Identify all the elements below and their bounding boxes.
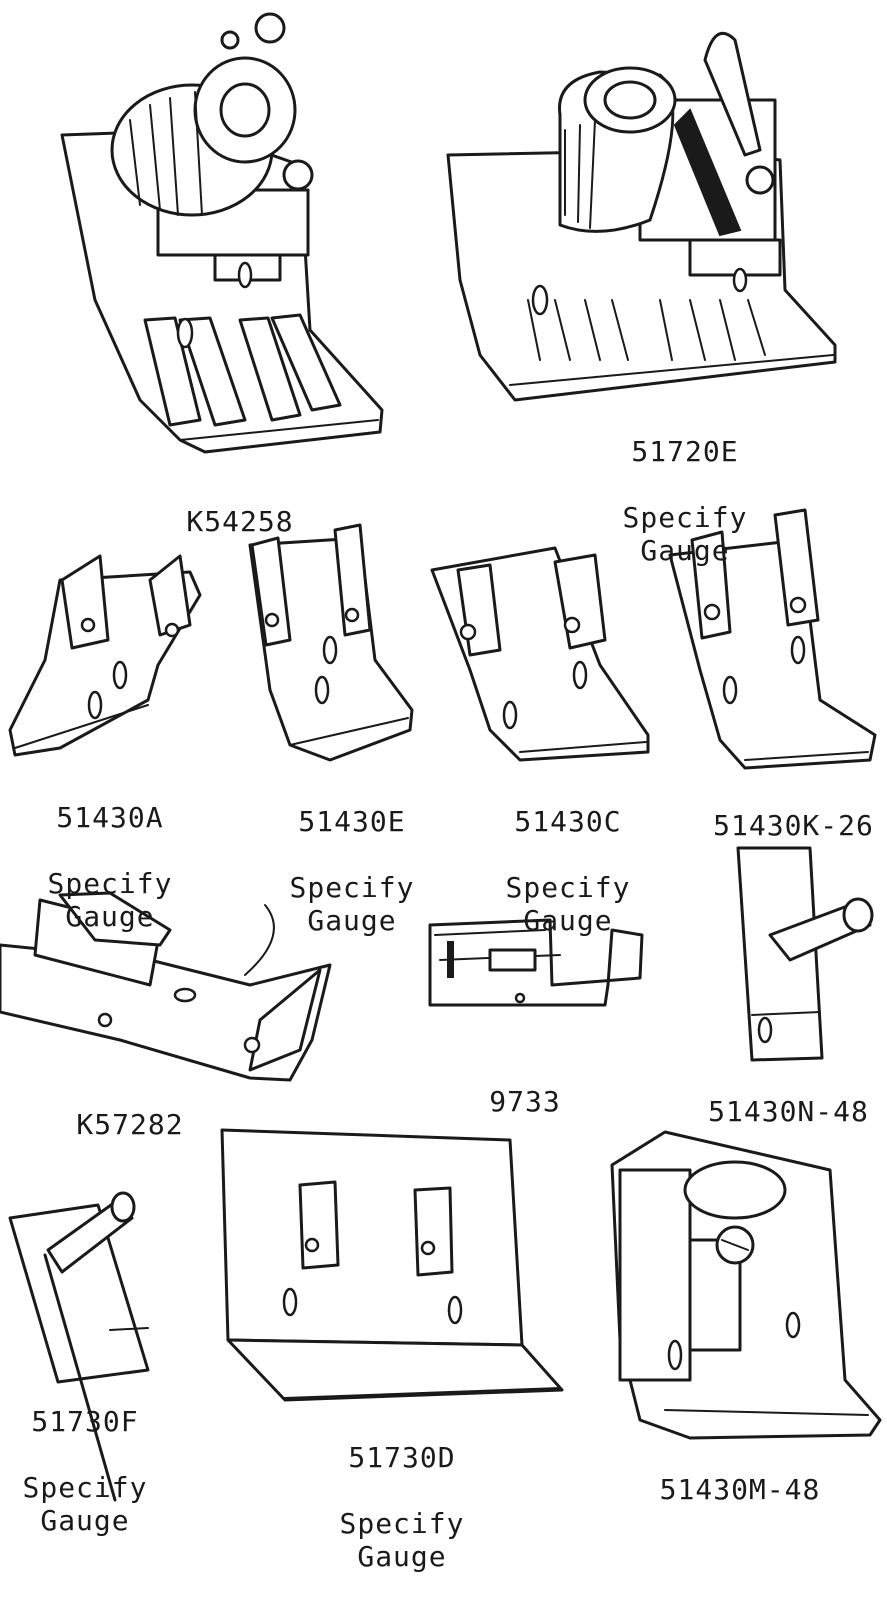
part-label-51430N-48: 51430N-48 [690, 1062, 887, 1161]
part-label-51430E: 51430E Specify Gauge [262, 772, 442, 970]
part-number: 51430N-48 [708, 1095, 869, 1128]
part-number: 51430M-48 [659, 1473, 821, 1506]
illustration-51430M-48 [610, 1130, 882, 1440]
illustration-K57282 [0, 891, 332, 1082]
part-note: Specify Gauge [339, 1507, 465, 1573]
part-label-51730D: 51730D Specify Gauge [312, 1408, 492, 1606]
illustration-K54258 [60, 12, 384, 454]
illustration-51430C [430, 546, 650, 762]
illustration-51430E [248, 523, 414, 762]
illustration-51430N-48 [736, 846, 874, 1062]
part-note: Specify Gauge [622, 501, 748, 567]
part-label-51730F: 51730F Specify Gauge [0, 1372, 170, 1570]
parts-illustration [0, 0, 882, 1512]
part-note: Specify Gauge [47, 867, 173, 933]
part-note: Specify Gauge [22, 1471, 148, 1537]
part-note: Specify Gauge [289, 871, 415, 937]
part-number: 9733 [489, 1085, 561, 1118]
part-number: K57282 [76, 1108, 184, 1141]
illustration-51730F [0, 0, 150, 1500]
part-label-51430A: 51430A Specify Gauge [20, 768, 200, 966]
part-label-51430M-48: 51430M-48 [640, 1440, 840, 1539]
part-label-K54258: K54258 [150, 472, 330, 571]
part-number: 51430E [298, 805, 406, 838]
part-label-51430C: 51430C Specify Gauge [478, 772, 658, 970]
illustration-51430A [8, 554, 202, 757]
part-number: 51430C [514, 805, 622, 838]
illustration-51730D [220, 1128, 564, 1402]
part-number: K54258 [186, 505, 294, 538]
part-number: 51720E [631, 435, 739, 468]
part-number: 51430K-26 [713, 809, 874, 842]
part-number: 51730D [348, 1441, 456, 1474]
part-label-51430K-26: 51430K-26 [700, 776, 887, 875]
illustration-51720E [446, 31, 837, 402]
part-label-K57282: K57282 [40, 1075, 220, 1174]
part-number: 51430A [56, 801, 164, 834]
part-note: Specify Gauge [505, 871, 631, 937]
part-label-9733: 9733 [440, 1052, 610, 1151]
illustration-9733 [428, 918, 644, 1007]
illustration-51430K-26 [668, 508, 877, 770]
part-label-51720E: 51720E Specify Gauge [590, 402, 780, 600]
part-number: 51730F [31, 1405, 139, 1438]
